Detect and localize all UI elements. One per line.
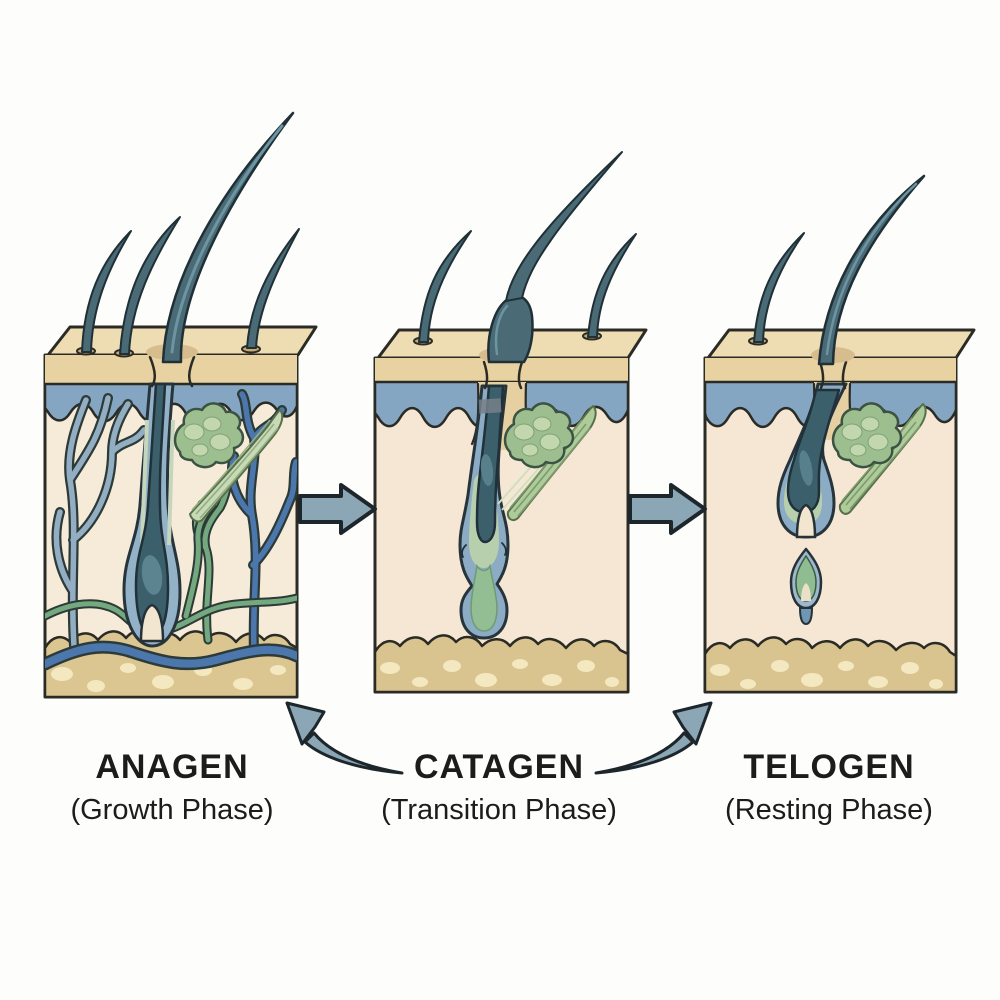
- hair-bulb-highlight: [141, 555, 163, 595]
- muscle-striations: [191, 419, 279, 519]
- fat-globules: [710, 660, 943, 689]
- arrector-pili-muscle: [189, 409, 284, 523]
- hair-bulb-highlight: [480, 454, 494, 486]
- follicular-opening: [482, 360, 524, 390]
- curved-arrow-head: [285, 701, 326, 746]
- papilla-stem: [798, 607, 814, 626]
- fat-globules: [380, 659, 619, 687]
- hair-bulb-highlight: [799, 450, 813, 486]
- gland-lobules: [513, 416, 561, 457]
- gland-lobules: [183, 416, 231, 457]
- hair-highlight: [170, 124, 284, 354]
- inner-root-sheath: [140, 419, 175, 549]
- matrix-whiskers: [461, 542, 507, 558]
- right-block-arrow-icon: [298, 483, 377, 535]
- subcutaneous-fat-layer: [375, 634, 628, 692]
- right-block-arrow-icon: [628, 483, 707, 535]
- telogen-panel: [703, 174, 976, 694]
- catagen-hair-shaft: [505, 151, 623, 302]
- hair-strand: [753, 232, 805, 343]
- curved-arrow-body: [594, 731, 695, 775]
- anagen-panel: [43, 111, 318, 699]
- curved-arrow-up-right-icon: [594, 701, 713, 775]
- papilla-notch: [801, 583, 811, 601]
- hair-highlight: [825, 182, 918, 356]
- catagen-club-hair: [487, 294, 534, 364]
- hair-strand: [81, 230, 132, 353]
- regressing-strand: [470, 563, 498, 632]
- hair-highlight: [494, 304, 509, 356]
- blood-vessel: [229, 391, 297, 655]
- follicular-opening: [148, 355, 196, 388]
- keratinized-band: [478, 398, 502, 414]
- catagen-subtitle: (Transition Phase): [381, 793, 617, 826]
- capillary-network: [53, 395, 147, 649]
- curved-arrow-up-left-icon: [285, 701, 404, 775]
- anagen-title: ANAGEN: [95, 748, 249, 786]
- curved-arrow-body: [303, 731, 404, 775]
- subcutaneous-fat-layer: [705, 636, 956, 692]
- catagen-title: CATAGEN: [413, 748, 585, 786]
- muscle-striations: [509, 419, 591, 517]
- anagen-subtitle: (Growth Phase): [70, 793, 274, 826]
- horizontal-vessel-blue: [45, 643, 297, 668]
- dermal-papilla: [139, 603, 165, 643]
- dermal-papilla-notch: [795, 503, 817, 539]
- telogen-hair-shaft: [817, 174, 926, 366]
- phase-label-anagen: ANAGEN (Growth Phase): [41, 748, 303, 826]
- hair-strand: [587, 233, 637, 338]
- catagen-panel: [373, 151, 648, 694]
- gland-lobules: [841, 416, 889, 457]
- fat-globules: [51, 663, 286, 692]
- telogen-title: TELOGEN: [743, 748, 915, 786]
- phase-label-telogen: TELOGEN (Resting Phase): [698, 748, 960, 826]
- telogen-subtitle: (Resting Phase): [725, 793, 933, 826]
- hair-strand: [418, 230, 472, 343]
- hair-strand: [246, 228, 300, 349]
- curved-arrow-head: [672, 701, 713, 746]
- phase-label-catagen: CATAGEN (Transition Phase): [366, 748, 632, 826]
- anagen-hair-shaft: [161, 111, 295, 364]
- hair-strand: [119, 216, 181, 355]
